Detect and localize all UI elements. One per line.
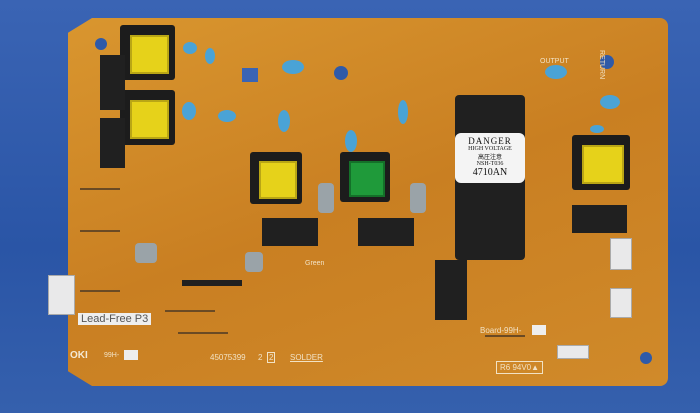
revision: 2 [258,353,263,362]
danger-label: DANGER HIGH VOLTAGE 高圧注意 NSH-T036 4710AN [455,133,525,183]
capacitor [278,110,290,132]
return-label: RETURN [598,50,605,80]
part-number: 45075399 [210,353,246,362]
mounting-hole [640,352,652,364]
capacitor [205,48,215,64]
board-code: 99H- [104,352,120,359]
transformer-green [340,152,390,202]
caution-text-jp: 高圧注意 [477,155,502,161]
power-ic [572,205,627,233]
jumper [485,335,525,337]
square-cutout [242,68,258,82]
connector [557,345,589,359]
mounting-hole [334,66,348,80]
jumper [80,230,120,232]
green-label: Green [305,260,325,267]
capacitor [590,125,604,133]
blank-label [124,350,138,360]
ribbon-connector [182,280,242,286]
capacitor [398,100,408,124]
rating-label: R6 94V0▲ [496,361,544,374]
capacitor [183,42,197,54]
code-text: 4710AN [472,167,508,178]
power-ic [262,218,318,246]
connector [48,275,75,315]
capacitor [282,60,304,74]
transformer [250,152,302,204]
connector [610,288,632,318]
capacitor [182,102,196,120]
jumper [178,332,228,334]
connector [610,238,632,270]
electrolytic-capacitor [245,252,263,272]
brand-logo: OKI [70,350,88,361]
transformer [572,135,630,190]
revision-box: 2 [267,352,276,363]
jumper [165,310,215,312]
mounting-hole [95,38,107,50]
capacitor [600,95,620,109]
electrolytic-capacitor [135,243,157,263]
jumper [80,290,120,292]
transformer [120,90,175,145]
output-label: OUTPUT [540,58,569,65]
solder-label: SOLDER [290,353,323,362]
capacitor [345,130,357,152]
transformer [120,25,175,80]
capacitor [545,65,567,79]
electrolytic-capacitor [410,183,426,213]
mounting-hole [600,55,614,69]
connector-block [100,55,125,110]
connector-block [100,118,125,168]
jumper [80,188,120,190]
power-ic [358,218,414,246]
lead-free-label: Lead-Free P3 [78,313,152,325]
capacitor [218,110,236,122]
danger-text: DANGER [468,136,512,146]
high-voltage-text: HIGH VOLTAGE [468,146,512,152]
model-text: NSH-T036 [476,161,504,167]
transistor [435,260,467,320]
blank-label [532,325,546,335]
electrolytic-capacitor [318,183,334,213]
board-label: Board-99H- [480,326,522,335]
